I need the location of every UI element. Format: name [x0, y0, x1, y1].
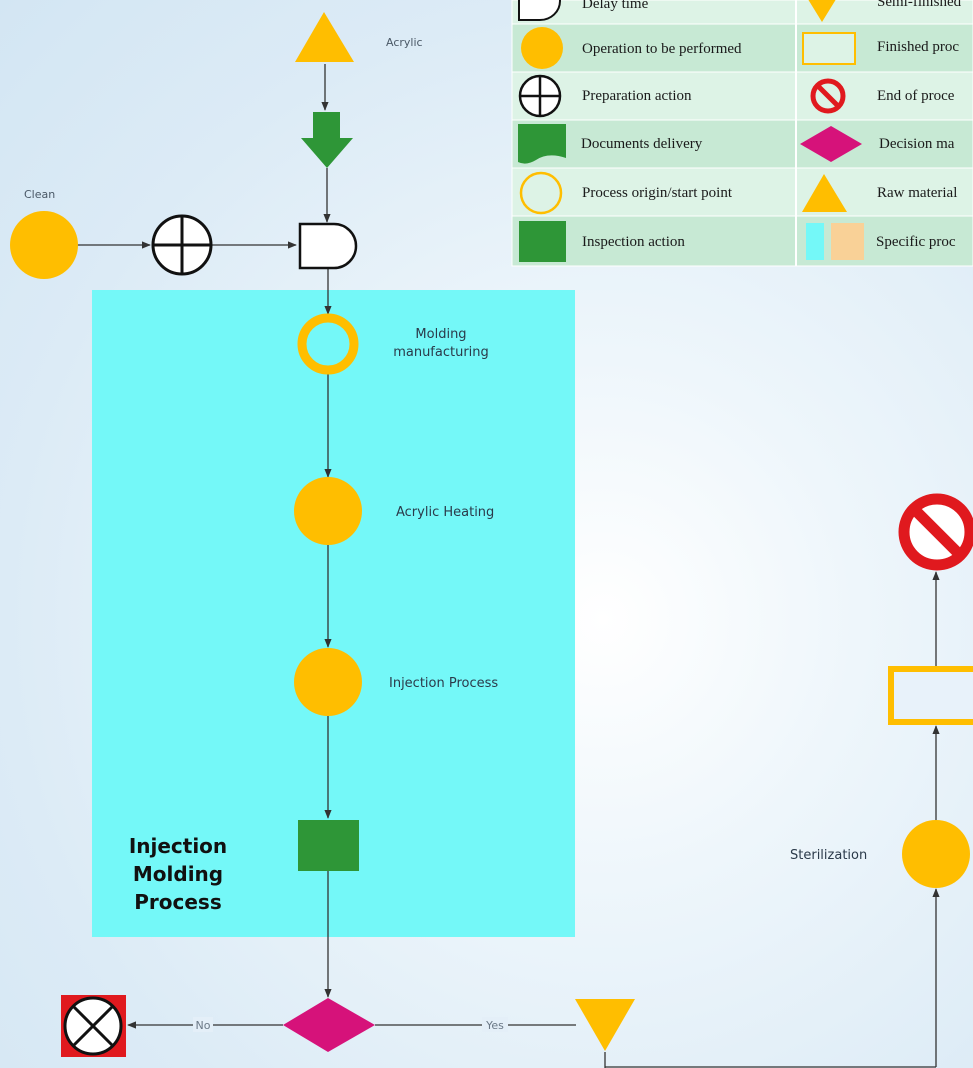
- svg-text:Injection: Injection: [129, 834, 227, 858]
- svg-text:manufacturing: manufacturing: [393, 345, 489, 360]
- sterilization-node[interactable]: [902, 820, 970, 888]
- legend-label-operation: Operation to be performed: [582, 41, 742, 57]
- edge-label-no: No: [193, 1017, 213, 1032]
- svg-text:Process: Process: [134, 890, 222, 914]
- legend-label-specific: Specific proc: [876, 234, 956, 250]
- legend-label-preparation: Preparation action: [582, 88, 692, 104]
- rejected-end-node[interactable]: [61, 995, 126, 1057]
- delay-node[interactable]: [298, 222, 358, 270]
- start-point-icon: [519, 171, 563, 215]
- delay-time-icon: [518, 0, 561, 21]
- inspection-icon: [519, 221, 566, 262]
- preparation-node[interactable]: [151, 214, 213, 276]
- clean-operation-node[interactable]: [10, 211, 78, 279]
- specific-process-icon: [806, 223, 864, 260]
- end-of-process-icon: [810, 78, 846, 114]
- legend-label-semi-finished: Semi-finished: [877, 0, 962, 10]
- transport-arrow-node: [301, 112, 353, 168]
- decision-node[interactable]: [283, 998, 375, 1052]
- semi-finished-icon: [808, 0, 836, 22]
- molding-manufacturing-label: Molding manufacturing: [393, 327, 489, 360]
- legend-label-raw: Raw material: [877, 185, 957, 201]
- svg-text:Molding: Molding: [415, 327, 466, 342]
- svg-text:Yes: Yes: [485, 1019, 504, 1032]
- legend-label-documents: Documents delivery: [581, 136, 703, 152]
- finished-product-node[interactable]: [888, 666, 973, 725]
- clean-label: Clean: [24, 188, 55, 201]
- legend-label-finished: Finished proc: [877, 39, 959, 55]
- edge-label-yes: Yes: [482, 1017, 508, 1032]
- acrylic-raw-material-node[interactable]: [295, 12, 354, 62]
- acrylic-heating-label: Acrylic Heating: [396, 505, 494, 520]
- legend-table: Delay time Semi-finished Operation to be…: [511, 0, 973, 267]
- raw-material-icon: [802, 174, 847, 212]
- legend-label-inspection: Inspection action: [582, 234, 685, 250]
- legend-label-start: Process origin/start point: [582, 185, 733, 201]
- finished-product-icon: [802, 32, 856, 65]
- svg-text:No: No: [196, 1019, 211, 1032]
- acrylic-heating-node[interactable]: [294, 477, 362, 545]
- molding-manufacturing-start-node[interactable]: [297, 313, 359, 375]
- operation-icon: [521, 27, 563, 69]
- inspection-node[interactable]: [298, 820, 359, 871]
- sterilization-label: Sterilization: [790, 848, 867, 863]
- svg-text:Molding: Molding: [133, 862, 223, 886]
- legend-label-delay: Delay time: [582, 0, 649, 12]
- preparation-icon: [518, 74, 562, 118]
- semi-finished-node[interactable]: [575, 999, 635, 1051]
- legend-label-end: End of proce: [877, 88, 955, 104]
- acrylic-label: Acrylic: [386, 36, 423, 49]
- injection-process-label: Injection Process: [389, 676, 498, 691]
- injection-process-node[interactable]: [294, 648, 362, 716]
- end-of-process-node[interactable]: [898, 493, 973, 571]
- legend-label-decision: Decision ma: [879, 136, 955, 152]
- decision-icon: [800, 126, 862, 162]
- documents-icon: [518, 124, 566, 164]
- swimlane-title: Injection Molding Process: [129, 834, 227, 914]
